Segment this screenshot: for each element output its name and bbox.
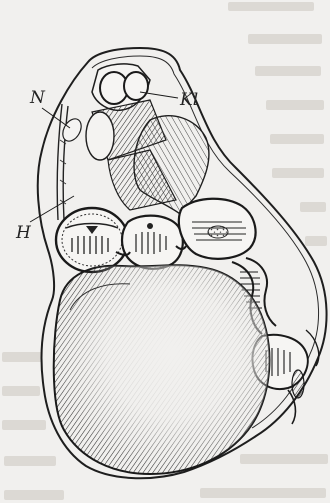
section-middle <box>122 216 183 269</box>
yolk-sac <box>54 265 270 474</box>
section-left <box>56 208 128 272</box>
section-right <box>179 199 256 259</box>
label-kl: Kl <box>180 92 198 109</box>
label-h: H <box>16 225 31 242</box>
label-n: N <box>30 90 45 107</box>
